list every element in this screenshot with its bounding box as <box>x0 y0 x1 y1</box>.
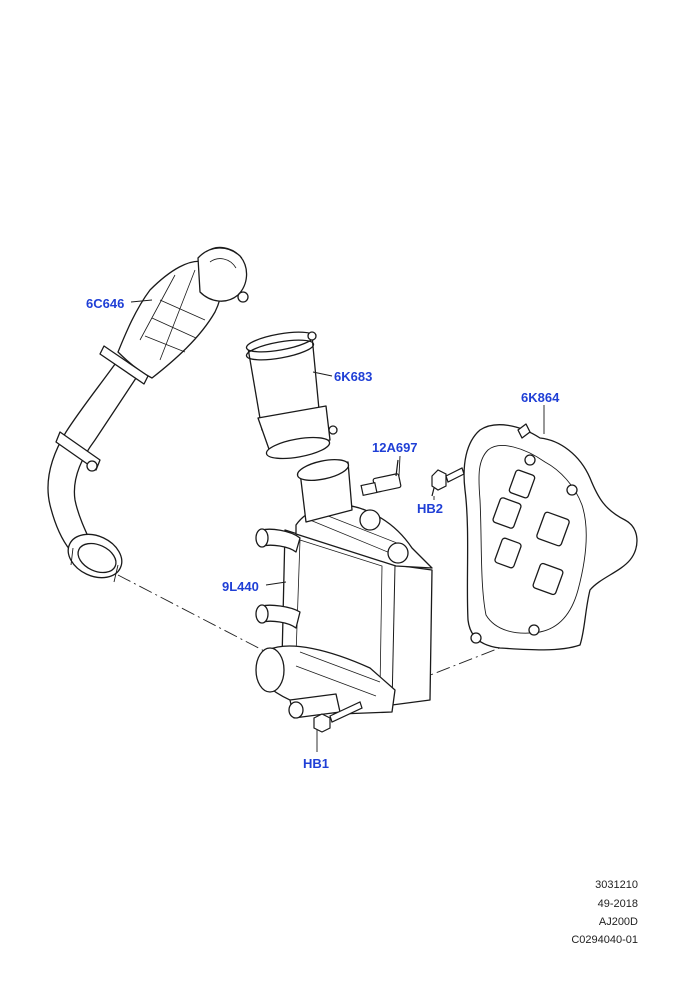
bolt-hb1-part <box>313 701 363 733</box>
callout-6k683: 6K683 <box>334 369 372 384</box>
mounting-bracket <box>463 423 638 651</box>
footer-date-code: 49-2018 <box>597 898 638 910</box>
footer-ref-number: 3031210 <box>595 879 638 891</box>
intercooler <box>255 459 433 719</box>
footer-illustration-id: C0294040-01 <box>571 934 638 946</box>
outlet-tube <box>245 331 338 460</box>
callout-6c646: 6C646 <box>86 296 124 311</box>
sensor-part <box>360 459 402 497</box>
callout-6k864: 6K864 <box>521 390 560 405</box>
callout-hb2: HB2 <box>417 501 443 516</box>
footer-engine-code: AJ200D <box>598 916 638 928</box>
leader-lines <box>130 299 545 752</box>
callout-hb1: HB1 <box>303 756 329 771</box>
bolt-hb2-part <box>431 467 465 497</box>
charge-air-hose <box>47 246 249 583</box>
callout-9l440: 9L440 <box>222 579 259 594</box>
callout-12a697: 12A697 <box>372 440 418 455</box>
